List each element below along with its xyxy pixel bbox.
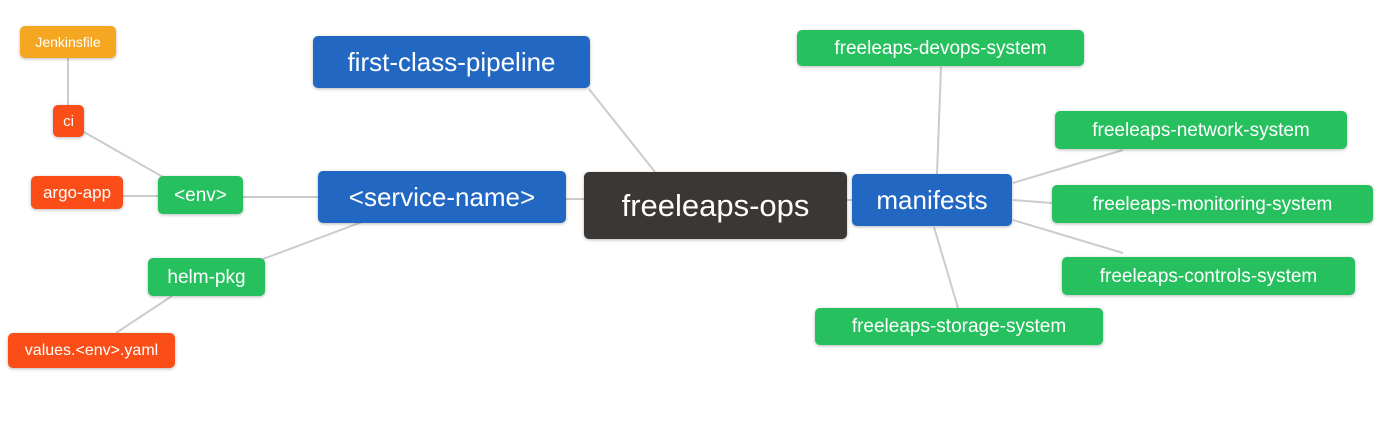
node-first-class-pipeline[interactable]: first-class-pipeline [313,36,590,88]
edge-helm-pkg-to-service-name [262,221,363,260]
node-freeleaps-monitoring-system[interactable]: freeleaps-monitoring-system [1052,185,1373,223]
edge-manifests-to-freeleaps-storage-system [933,226,959,309]
node-helm-pkg[interactable]: helm-pkg [148,258,265,296]
node-jenkinsfile[interactable]: Jenkinsfile [20,26,116,58]
node-label: freeleaps-monitoring-system [1092,193,1333,215]
node-service-name[interactable]: <service-name> [318,171,566,223]
node-label: <env> [174,184,227,206]
edge-manifests-to-freeleaps-network-system [1012,149,1124,184]
node-label: freeleaps-storage-system [851,316,1067,337]
node-label: ci [63,112,74,130]
node-argo-app[interactable]: argo-app [31,176,123,209]
node-label: argo-app [42,183,112,202]
node-label: freeleaps-ops [621,188,810,223]
node-label: helm-pkg [167,266,246,288]
edge-ci-to-env [83,131,164,178]
node-freeleaps-ops[interactable]: freeleaps-ops [584,172,847,239]
node-freeleaps-devops-system[interactable]: freeleaps-devops-system [797,30,1084,66]
node-label: values.<env>.yaml [24,341,159,359]
edge-values-env-yaml-to-helm-pkg [115,295,173,334]
node-label: <service-name> [348,182,536,212]
edge-manifests-to-freeleaps-devops-system [936,66,942,175]
node-freeleaps-network-system[interactable]: freeleaps-network-system [1055,111,1347,149]
node-values-env-yaml[interactable]: values.<env>.yaml [8,333,175,368]
node-freeleaps-storage-system[interactable]: freeleaps-storage-system [815,308,1103,345]
edge-manifests-to-freeleaps-controls-system [1012,219,1124,254]
node-label: first-class-pipeline [347,47,556,77]
node-label: freeleaps-devops-system [834,37,1047,59]
edge-first-class-pipeline-to-freeleaps-ops [588,88,656,173]
node-label: freeleaps-controls-system [1099,265,1318,287]
node-label: Jenkinsfile [35,34,101,50]
node-label: freeleaps-network-system [1092,119,1310,141]
node-manifests[interactable]: manifests [852,174,1012,226]
node-env[interactable]: <env> [158,176,243,214]
node-ci[interactable]: ci [53,105,84,137]
node-label: manifests [876,185,988,215]
edge-manifests-to-freeleaps-monitoring-system [1012,199,1053,204]
node-freeleaps-controls-system[interactable]: freeleaps-controls-system [1062,257,1355,295]
